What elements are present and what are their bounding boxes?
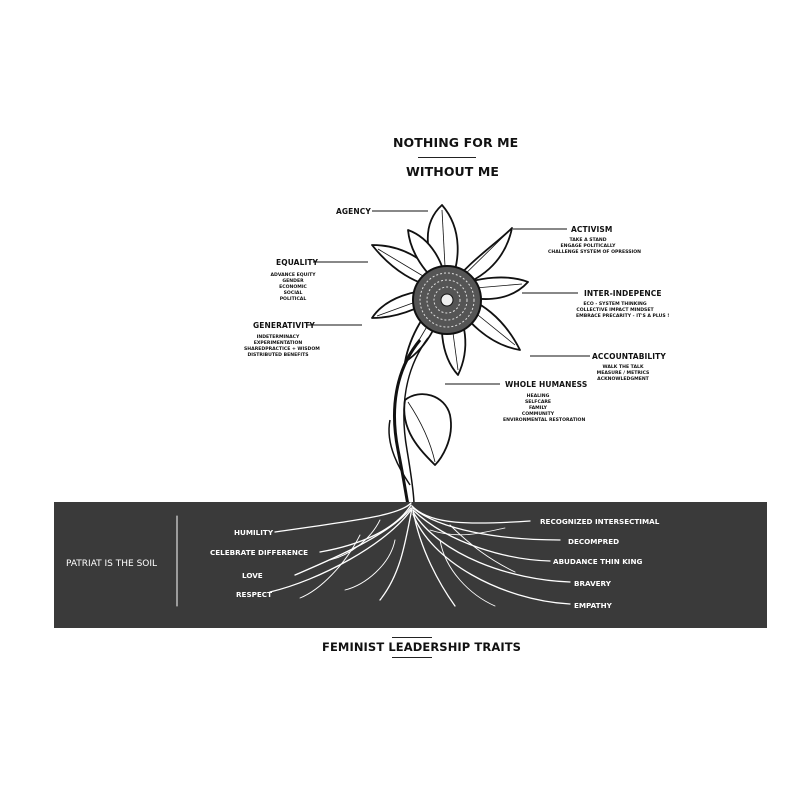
root-label-recognized-intersectimal: RECOGNIZED INTERSECTIMAL [540,517,660,526]
root-label-celebrate-difference: CELEBRATE DIFFERENCE [210,548,309,557]
root-label-abudance-thin-king: ABUDANCE THIN KING [553,557,643,566]
bottom-title-underline [392,657,432,658]
bottom-title-overline [392,637,432,638]
title-line-2: WITHOUT ME [406,164,500,179]
generativity-items: INDETERMINACY EXPERIMENTATION SHAREDPRAC… [244,335,320,358]
inter-independence-label: INTER-INDEPENCE [584,289,662,298]
equality-items: ADVANCE EQUITY GENDER ECONOMIC SOCIAL PO… [270,273,316,302]
title-divider [418,157,476,158]
root-label-humility: HUMILITY [234,528,274,537]
activism-label: ACTIVISM [571,225,613,234]
root-label-love: LOVE [242,571,263,580]
root-label-decompred: DECOMPRED [568,537,620,546]
whole-humaness-items: HEALING SELFCARE FAMILY COMMUNITY ENVIRO… [503,394,586,423]
title-line-1: NOTHING FOR ME [393,135,519,150]
generativity-label: GENERATIVITY [253,321,315,330]
accountability-label: ACCOUNTABILITY [592,352,666,361]
soil-band [54,502,767,628]
agency-label: AGENCY [336,207,371,216]
equality-label: EQUALITY [276,258,319,267]
whole-humaness-label: WHOLE HUMANESS [505,380,588,389]
activism-items: TAKE A STAND ENGAGE POLITICALLY CHALLENG… [548,238,641,255]
bottom-title: FEMINIST LEADERSHIP TRAITS [322,640,522,654]
root-label-respect: RESPECT [236,590,272,599]
root-label-bravery: BRAVERY [574,579,611,588]
root-label-empathy: EMPATHY [574,601,612,610]
inter-independence-items: ECO - SYSTEM THINKING COLLECTIVE IMPACT … [576,302,670,319]
accountability-items: WALK THE TALK MEASURE / METRICS ACKNOWLE… [596,365,650,382]
soil-title: PATRIAT IS THE SOIL [66,559,158,569]
